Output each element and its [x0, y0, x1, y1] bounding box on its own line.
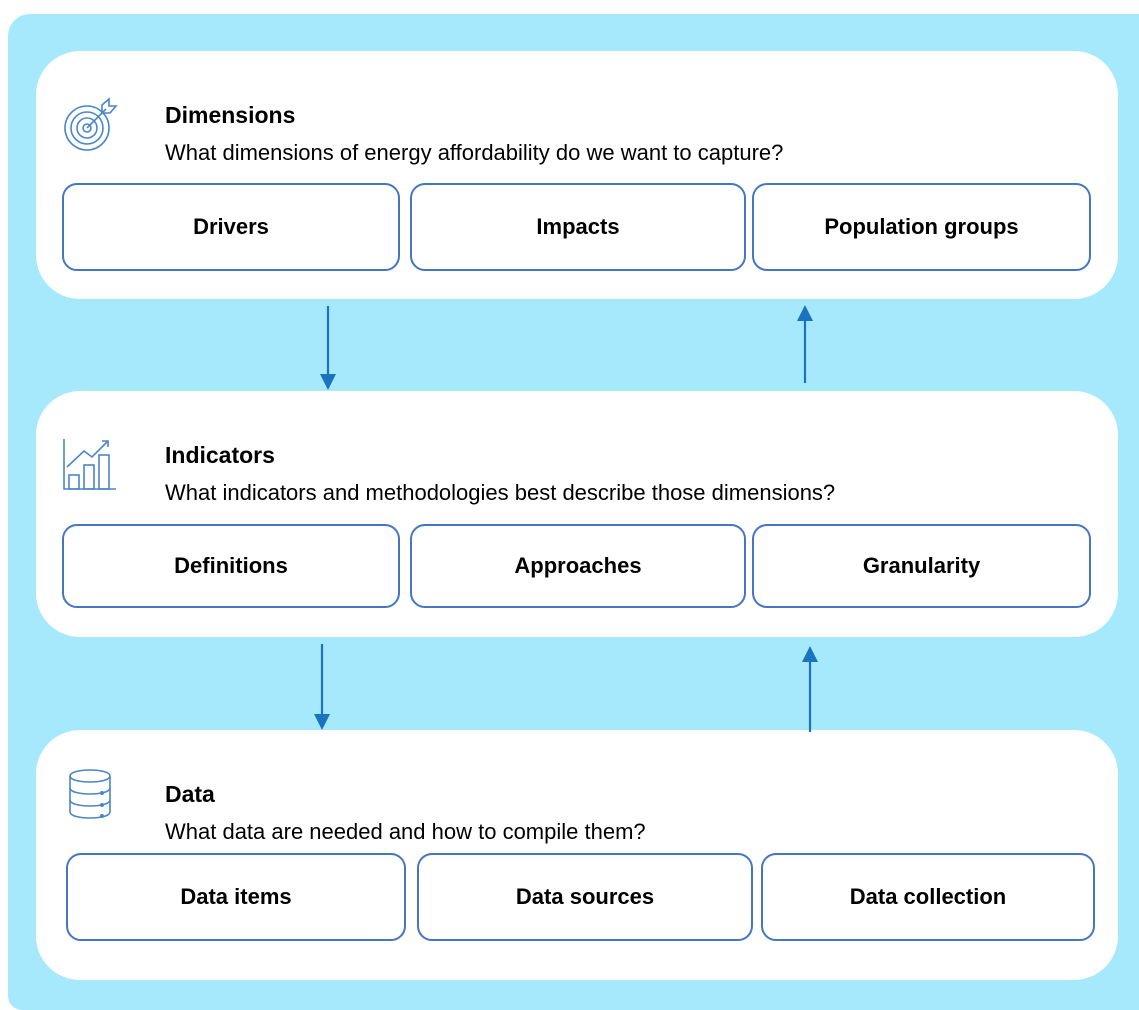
panel-title: Indicators [165, 442, 275, 468]
arrow-down-dimensions-to-indicators [318, 306, 338, 392]
card-data-items: Data items [66, 853, 406, 941]
indicators-panel: Indicators What indicators and methodolo… [36, 391, 1118, 637]
panel-question: What data are needed and how to compile … [165, 819, 646, 844]
panel-title: Dimensions [165, 102, 296, 128]
target-icon [62, 97, 118, 153]
bar-chart-icon [62, 437, 118, 493]
dimensions-panel: Dimensions What dimensions of energy aff… [36, 51, 1118, 299]
card-granularity: Granularity [752, 524, 1091, 608]
data-panel: Data What data are needed and how to com… [36, 730, 1118, 980]
card-approaches: Approaches [410, 524, 746, 608]
card-data-collection: Data collection [761, 853, 1095, 941]
card-population-groups: Population groups [752, 183, 1091, 271]
card-definitions: Definitions [62, 524, 400, 608]
arrow-down-indicators-to-data [312, 644, 332, 732]
card-impacts: Impacts [410, 183, 746, 271]
card-drivers: Drivers [62, 183, 400, 271]
panel-title: Data [165, 781, 215, 807]
panel-question: What indicators and methodologies best d… [165, 480, 836, 505]
arrow-up-indicators-to-dimensions [795, 305, 815, 383]
card-data-sources: Data sources [417, 853, 753, 941]
panel-question: What dimensions of energy affordability … [165, 140, 784, 165]
database-icon [62, 766, 118, 822]
arrow-up-data-to-indicators [800, 646, 820, 732]
